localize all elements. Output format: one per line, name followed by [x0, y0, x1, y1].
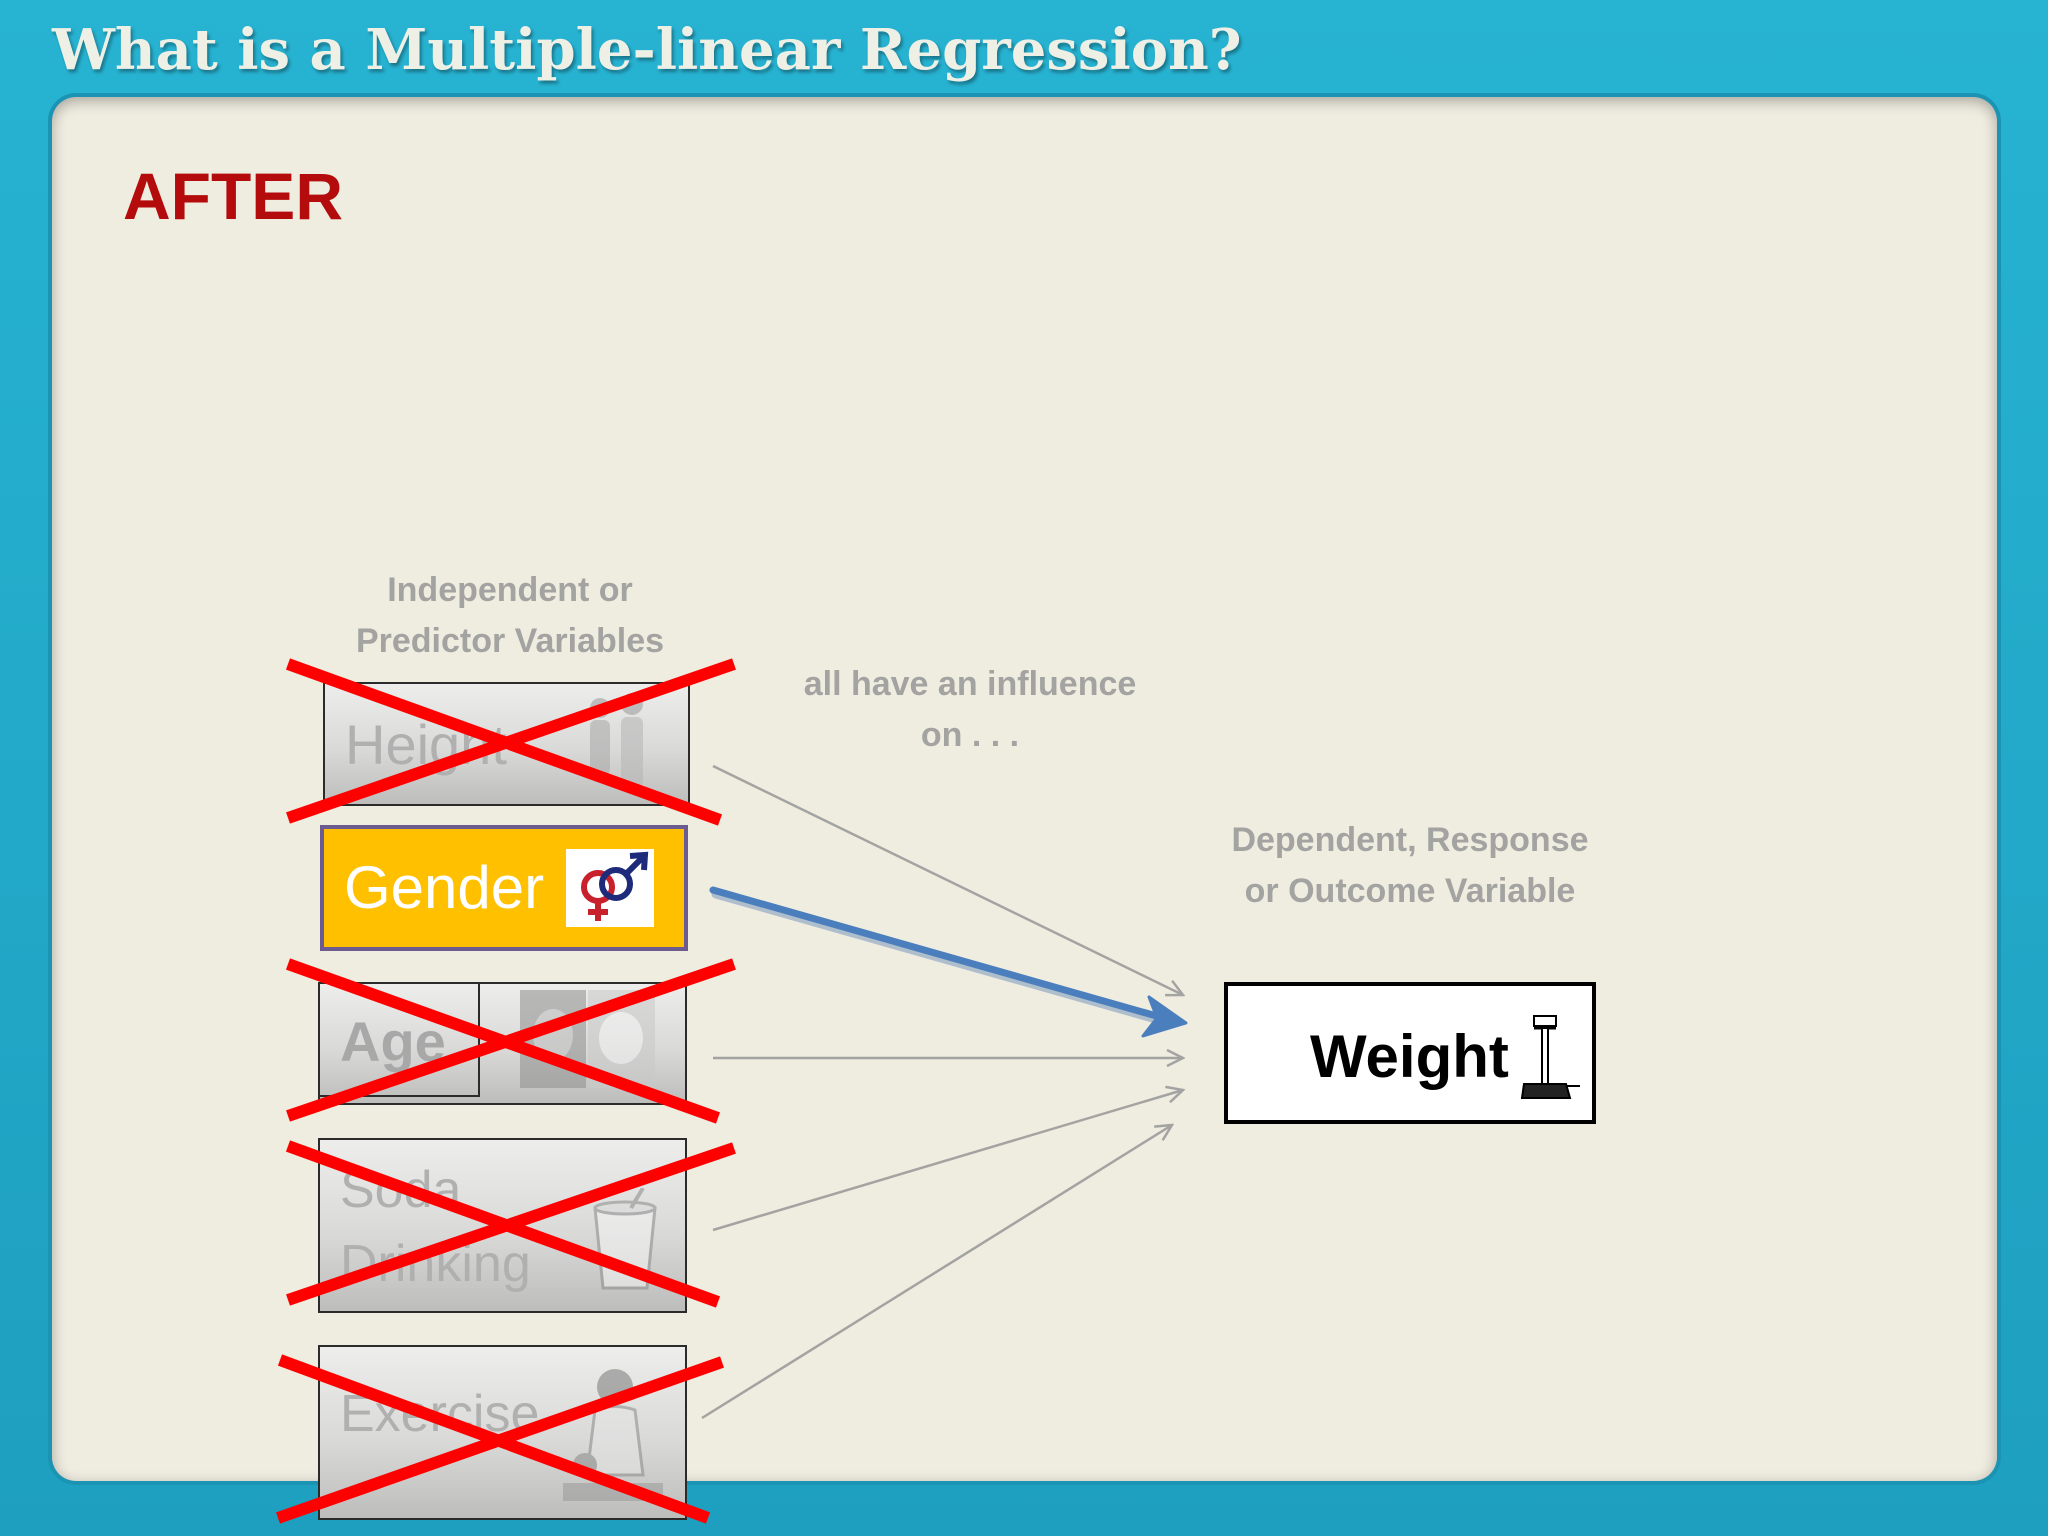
stage-label: AFTER — [123, 159, 343, 233]
predictor-box-soda-drinking: Soda Drinking — [318, 1138, 687, 1313]
dependent-variable-caption: Dependent, Response or Outcome Variable — [1231, 821, 1589, 910]
predictor-label: Height — [345, 713, 507, 776]
independent-variables-caption: Independent or Predictor Variables — [355, 571, 665, 660]
height-photo-icon — [590, 693, 643, 787]
outcome-box-weight: Weight — [1224, 982, 1596, 1124]
predictor-label: Gender — [344, 854, 545, 921]
arrow-soda-to-weight — [712, 1090, 1183, 1232]
predictor-box-height: Height — [323, 682, 690, 806]
weighing-scale-icon — [1520, 1015, 1580, 1099]
slide-title: What is a Multiple-linear Regression? — [52, 17, 1242, 83]
influence-caption: all have an influence on . . . — [803, 665, 1137, 754]
exercise-photo-icon — [563, 1369, 663, 1501]
predictor-box-gender: Gender — [320, 825, 688, 951]
outcome-label: Weight — [1310, 1023, 1509, 1090]
predictor-box-age: Age — [318, 982, 687, 1105]
arrow-height-to-weight — [712, 764, 1183, 995]
arrow-gender-to-weight — [709, 886, 1188, 1038]
predictor-label: Soda Drinking — [340, 1161, 531, 1293]
soda-cup-icon — [593, 1188, 657, 1290]
predictor-label: Age — [340, 1010, 446, 1073]
predictor-box-exercise: Exercise — [318, 1345, 687, 1520]
gender-symbol-icon — [566, 849, 654, 927]
age-photo-icon — [520, 990, 655, 1088]
arrow-exercise-to-weight — [701, 1125, 1172, 1420]
predictor-label: Exercise — [340, 1385, 540, 1443]
